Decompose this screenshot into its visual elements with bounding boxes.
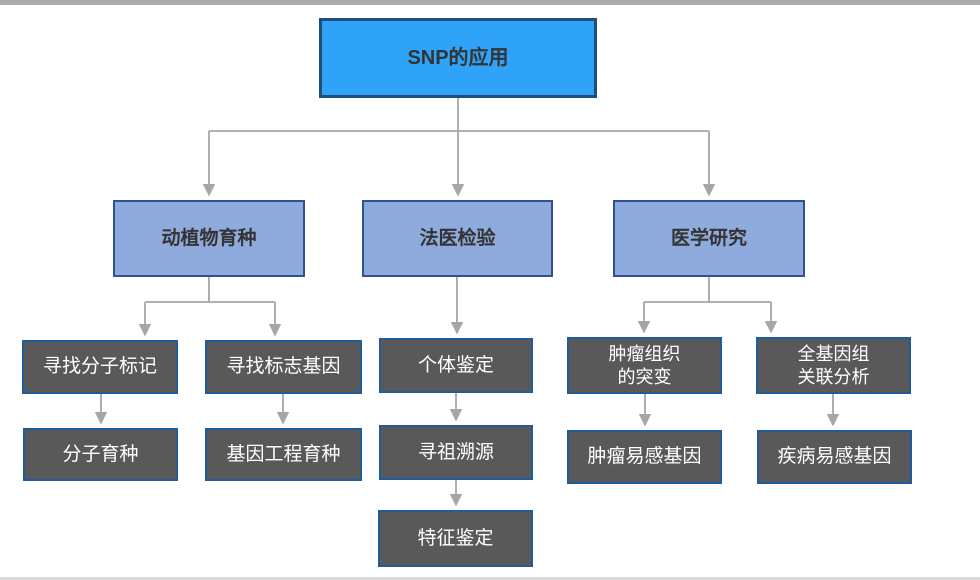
node-trait-identification: 特征鉴定 — [378, 510, 533, 567]
node-forensic-testing: 法医检验 — [362, 200, 553, 277]
node-disease-susceptibility-gene: 疾病易感基因 — [757, 430, 912, 484]
window-top-edge — [0, 0, 980, 5]
node-molecular-breeding: 分子育种 — [23, 428, 178, 481]
node-gene-engineering-breeding: 基因工程育种 — [205, 428, 362, 481]
node-medical-research: 医学研究 — [613, 200, 805, 277]
node-genome-wide-association: 全基因组 关联分析 — [756, 337, 911, 394]
node-snp-applications: SNP的应用 — [319, 18, 597, 98]
node-find-marker-gene: 寻找标志基因 — [205, 340, 362, 394]
node-plant-animal-breeding: 动植物育种 — [113, 200, 305, 277]
node-find-molecular-marker: 寻找分子标记 — [22, 340, 178, 394]
node-individual-identification: 个体鉴定 — [379, 338, 533, 393]
node-tumor-susceptibility-gene: 肿瘤易感基因 — [567, 430, 722, 484]
node-tumor-tissue-mutation: 肿瘤组织 的突变 — [567, 337, 722, 394]
node-ancestry-tracing: 寻祖溯源 — [379, 425, 533, 480]
window-bottom-edge — [0, 577, 980, 580]
